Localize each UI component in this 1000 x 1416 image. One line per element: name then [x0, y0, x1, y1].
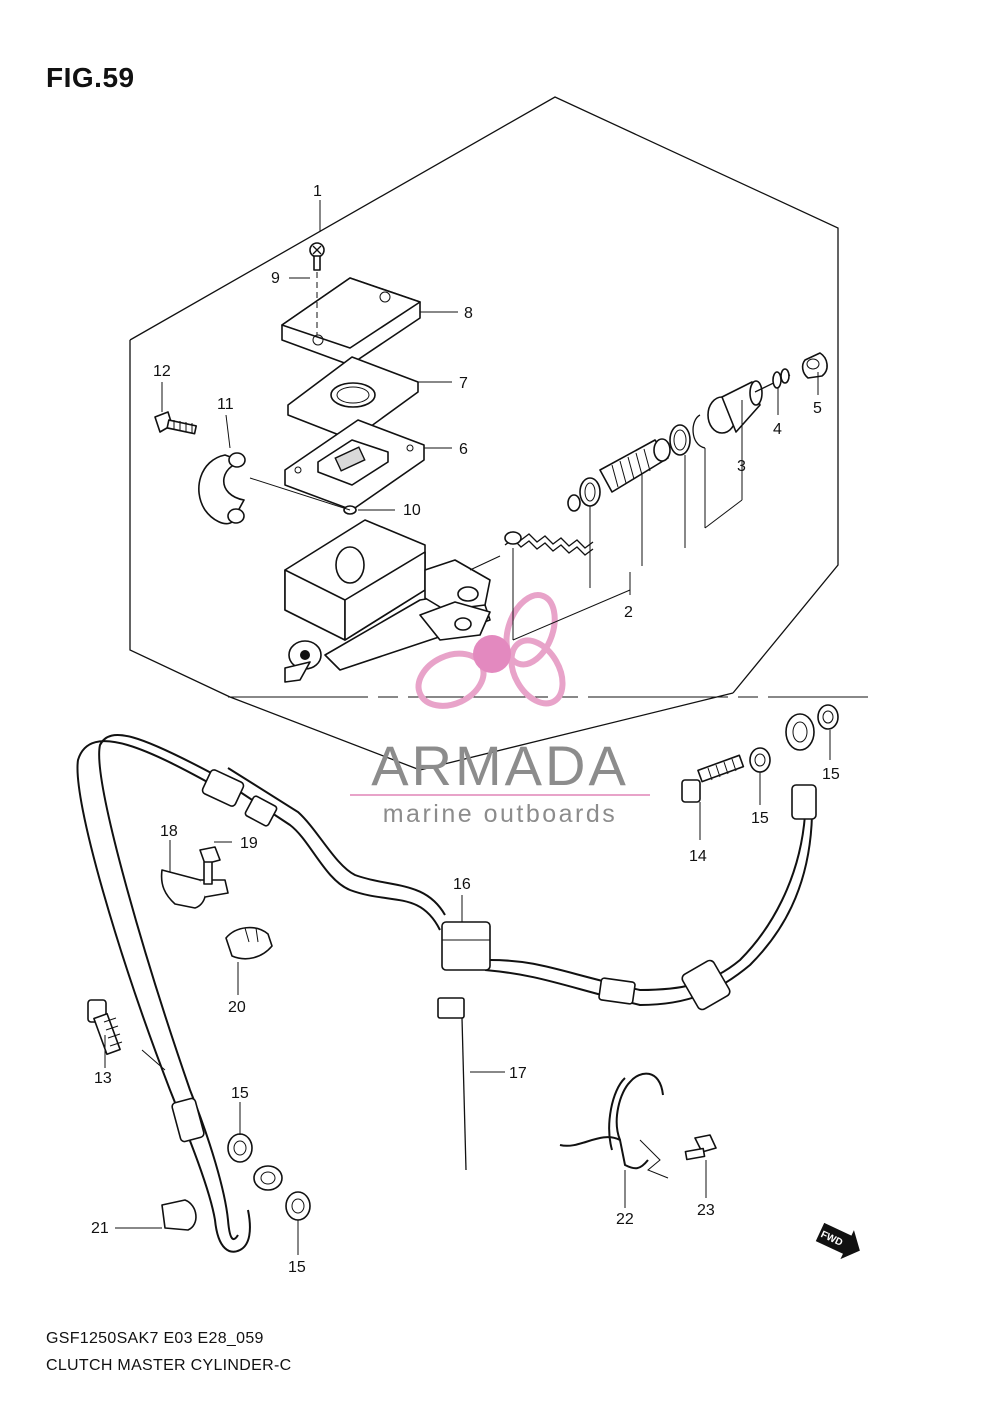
- callout-23: 23: [697, 1202, 715, 1219]
- callout-1: 1: [313, 183, 322, 200]
- callout-9: 9: [271, 270, 280, 287]
- callout-2: 2: [624, 604, 633, 621]
- callout-6: 6: [459, 441, 468, 458]
- hose-clamp-18: [160, 869, 229, 909]
- dust-boot: [707, 380, 763, 434]
- clamp-bolt: [154, 411, 198, 435]
- banjo-fittings: [253, 713, 815, 1191]
- assembly-outline: [129, 96, 868, 771]
- callout-14: 14: [689, 848, 707, 865]
- grommet-16: [441, 921, 491, 971]
- watermark-tagline: marine outboards: [383, 800, 618, 828]
- reservoir-cap: [281, 277, 421, 366]
- callout-15-d: 15: [288, 1259, 306, 1276]
- clamp-21: [161, 1199, 197, 1231]
- watermark-brand: ARMADA: [371, 734, 629, 797]
- callout-10: 10: [403, 502, 421, 519]
- callout-5: 5: [813, 400, 822, 417]
- callout-4: 4: [773, 421, 782, 438]
- callout-3: 3: [737, 458, 746, 475]
- diaphragm: [284, 419, 425, 511]
- callout-15-b: 15: [751, 810, 769, 827]
- rod-end-cap: [801, 352, 828, 379]
- washer-10: [249, 477, 357, 515]
- callout-15-c: 15: [231, 1085, 249, 1102]
- cup-seal: [579, 477, 601, 507]
- model-code: GSF1250SAK7 E03 E28_059: [46, 1330, 264, 1347]
- bolt-23: [684, 1134, 717, 1161]
- clutch-hose: [76, 734, 817, 1253]
- callout-numbers: 1 2 3 4 5 6 7 8 9 10 11 12 13 14 15 15 1…: [91, 183, 840, 1276]
- piston-kit-leader-lines: [469, 430, 743, 641]
- callout-22: 22: [616, 1211, 634, 1228]
- clip-20: [225, 926, 273, 960]
- callout-19: 19: [240, 835, 258, 852]
- figure-title: FIG.59: [46, 62, 135, 93]
- cable-tie-17: [437, 997, 467, 1171]
- callout-leaders: [104, 200, 831, 1255]
- callout-8: 8: [464, 305, 473, 322]
- watermark-logo: [415, 592, 566, 709]
- callout-21: 21: [91, 1220, 109, 1237]
- callout-16: 16: [453, 876, 471, 893]
- push-rod: [754, 368, 791, 393]
- callout-20: 20: [228, 999, 246, 1016]
- callout-7: 7: [459, 375, 468, 392]
- callout-12: 12: [153, 363, 171, 380]
- watermark-text: ARMADA marine outboards: [350, 734, 650, 828]
- cap-screw: [309, 242, 325, 335]
- handlebar-clamp: [198, 452, 246, 525]
- bracket-22: [559, 1072, 669, 1179]
- callout-13: 13: [94, 1070, 112, 1087]
- bolt-19: [199, 846, 221, 885]
- callout-15-a: 15: [822, 766, 840, 783]
- callout-18: 18: [160, 823, 178, 840]
- callout-17: 17: [509, 1065, 527, 1082]
- piston: [599, 438, 671, 493]
- callout-11: 11: [217, 396, 234, 413]
- piston-ring: [669, 414, 706, 456]
- plate: [287, 356, 419, 441]
- union-bolts: [87, 754, 745, 1056]
- diagram-name: CLUTCH MASTER CYLINDER-C: [46, 1357, 292, 1374]
- forward-arrow: FWD: [815, 1222, 860, 1260]
- master-cylinder-body: [284, 519, 491, 683]
- piston-spring: [504, 494, 594, 556]
